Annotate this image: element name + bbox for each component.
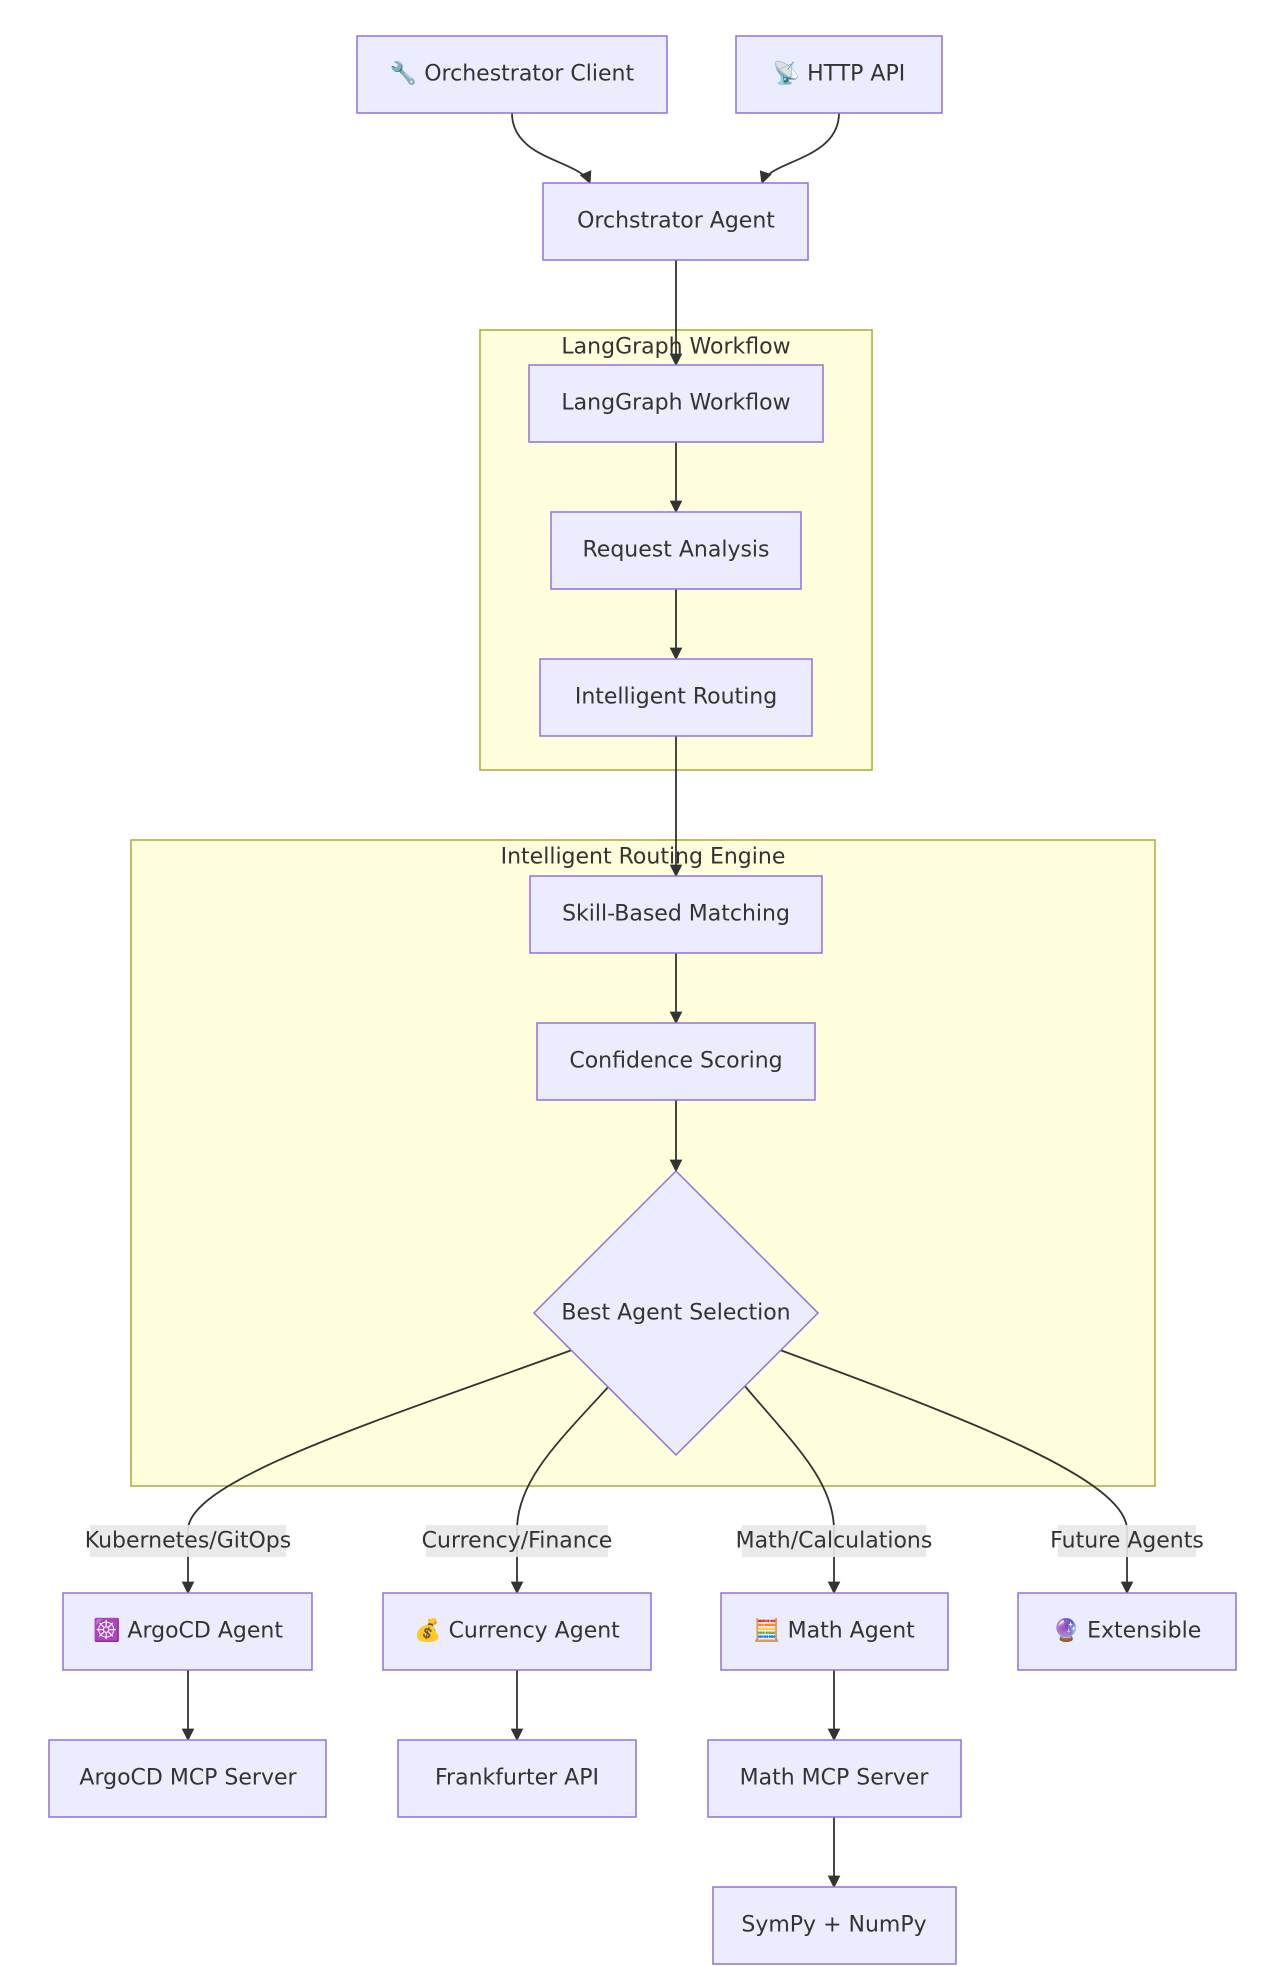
edge-best-to-argocd xyxy=(181,1349,573,1595)
node-frankfurter-api-label: Frankfurter API xyxy=(435,1766,599,1791)
node-orchestrator-agent-label: Orchstrator Agent xyxy=(577,209,775,234)
node-argocd-mcp-server-label: ArgoCD MCP Server xyxy=(79,1766,297,1791)
node-currency-agent-label: 💰 Currency Agent xyxy=(414,1618,620,1644)
edge-client-to-agent xyxy=(511,112,592,185)
node-currency-agent[interactable]: 💰 Currency Agent xyxy=(382,1592,652,1671)
node-sympy-numpy[interactable]: SymPy + NumPy xyxy=(712,1886,957,1965)
node-request-analysis-label: Request Analysis xyxy=(583,538,770,563)
edge-label-currency-finance: Currency/Finance xyxy=(422,1525,613,1557)
edge-label-currency-finance-text: Currency/Finance xyxy=(422,1529,613,1554)
edge-best-to-extensible xyxy=(779,1349,1134,1595)
node-best-agent-selection-label: Best Agent Selection xyxy=(561,1301,790,1326)
node-intelligent-routing-label: Intelligent Routing xyxy=(575,685,777,710)
node-sympy-numpy-label: SymPy + NumPy xyxy=(741,1913,926,1938)
edge-label-kubernetes-gitops: Kubernetes/GitOps xyxy=(85,1525,291,1557)
node-argocd-agent-label: ☸️ ArgoCD Agent xyxy=(93,1618,283,1644)
node-confidence-scoring-label: Confidence Scoring xyxy=(569,1049,782,1074)
node-skill-based-matching[interactable]: Skill-Based Matching xyxy=(529,875,823,954)
edge-best-to-math xyxy=(743,1384,841,1595)
node-request-analysis[interactable]: Request Analysis xyxy=(550,511,802,590)
node-langgraph-workflow[interactable]: LangGraph Workflow xyxy=(528,364,824,443)
node-math-mcp-server[interactable]: Math MCP Server xyxy=(707,1739,962,1818)
node-argocd-agent[interactable]: ☸️ ArgoCD Agent xyxy=(62,1592,313,1671)
edge-label-future-agents-text: Future Agents xyxy=(1050,1529,1204,1554)
edge-label-math-calculations-text: Math/Calculations xyxy=(736,1529,933,1554)
node-best-agent-selection[interactable]: Best Agent Selection xyxy=(532,1169,820,1457)
node-argocd-mcp-server[interactable]: ArgoCD MCP Server xyxy=(48,1739,327,1818)
edges xyxy=(181,112,1134,1889)
node-orchestrator-agent[interactable]: Orchstrator Agent xyxy=(542,182,809,261)
edge-label-future-agents: Future Agents xyxy=(1050,1525,1204,1557)
edge-http-to-agent xyxy=(759,112,840,185)
node-langgraph-workflow-label: LangGraph Workflow xyxy=(561,391,790,416)
node-http-api[interactable]: 📡 HTTP API xyxy=(735,35,943,114)
cluster-routing-engine-title: Intelligent Routing Engine xyxy=(501,845,786,870)
node-extensible-label: 🔮 Extensible xyxy=(1053,1618,1202,1644)
node-extensible[interactable]: 🔮 Extensible xyxy=(1017,1592,1237,1671)
node-skill-based-matching-label: Skill-Based Matching xyxy=(562,902,790,927)
node-math-mcp-server-label: Math MCP Server xyxy=(740,1766,930,1791)
node-math-agent[interactable]: 🧮 Math Agent xyxy=(720,1592,949,1671)
edge-label-math-calculations: Math/Calculations xyxy=(736,1525,933,1557)
node-intelligent-routing[interactable]: Intelligent Routing xyxy=(539,658,813,737)
edge-label-kubernetes-gitops-text: Kubernetes/GitOps xyxy=(85,1529,291,1554)
node-http-api-label: 📡 HTTP API xyxy=(773,59,905,87)
node-math-agent-label: 🧮 Math Agent xyxy=(753,1618,915,1644)
node-confidence-scoring[interactable]: Confidence Scoring xyxy=(536,1022,816,1101)
node-orchestrator-client[interactable]: 🔧 Orchestrator Client xyxy=(356,35,668,114)
node-orchestrator-client-label: 🔧 Orchestrator Client xyxy=(390,60,635,87)
edge-best-to-currency xyxy=(510,1384,611,1595)
node-frankfurter-api[interactable]: Frankfurter API xyxy=(397,1739,637,1818)
